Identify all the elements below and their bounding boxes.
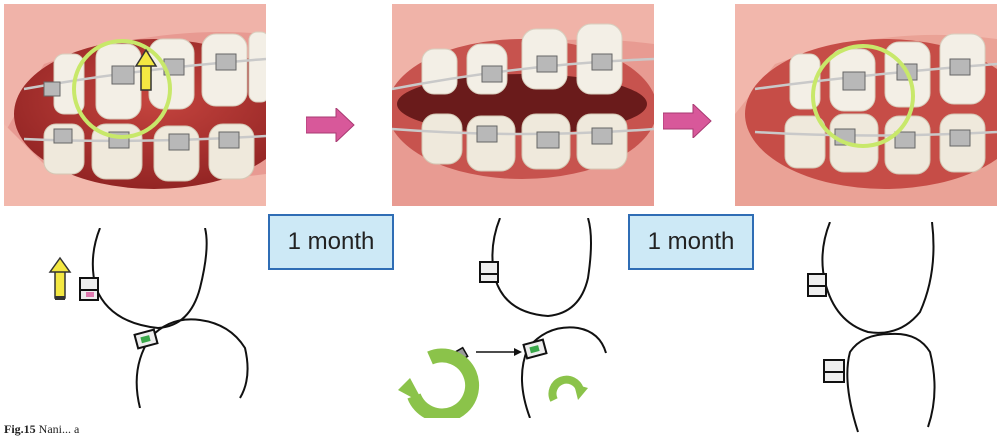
after-schematic-diagram [790,222,980,442]
mid-treatment-photo [392,4,654,206]
duration-label-box: 1 month [628,214,754,270]
figure-caption-text: Nani... a [39,422,80,436]
before-treatment-photo [4,4,266,206]
mid-schematic-diagram [380,218,610,423]
rotate-cw-icon [552,380,588,400]
after-treatment-photo [735,4,997,206]
figure-caption: Fig.15 Nani... a [4,422,79,437]
before-schematic-diagram [40,228,270,413]
up-arrow-icon [50,258,70,300]
rotate-ccw-icon [398,355,472,415]
right-arrow-icon [663,104,713,143]
right-arrow-icon [306,108,356,147]
duration-label-box: 1 month [268,214,394,270]
figure-label: Fig.15 [4,422,36,436]
